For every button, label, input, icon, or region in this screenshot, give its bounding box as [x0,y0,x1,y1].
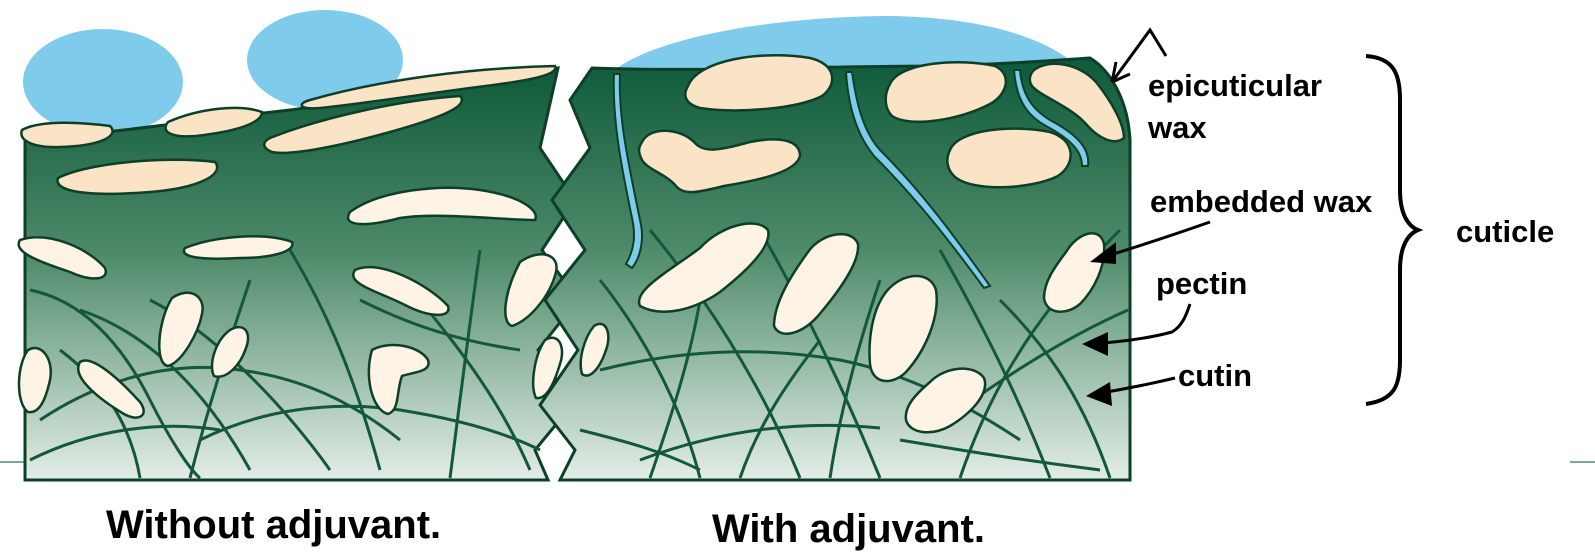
label-pectin: pectin [1156,266,1247,301]
label-cutin: cutin [1178,358,1252,393]
label-epicuticular-line1: epicuticular [1148,68,1322,103]
cuticle-brace [1366,56,1418,404]
label-cuticle: cuticle [1456,214,1554,249]
caption-without-adjuvant: Without adjuvant. [106,503,441,547]
panel-with-adjuvant [540,16,1130,480]
caption-with-adjuvant: With adjuvant. [712,507,985,551]
panel-without-adjuvant [19,10,578,480]
water-droplet [23,29,183,135]
embedded-wax-body [947,129,1070,188]
label-epicuticular-line2: wax [1147,110,1207,145]
label-embedded-wax: embedded wax [1150,184,1373,219]
